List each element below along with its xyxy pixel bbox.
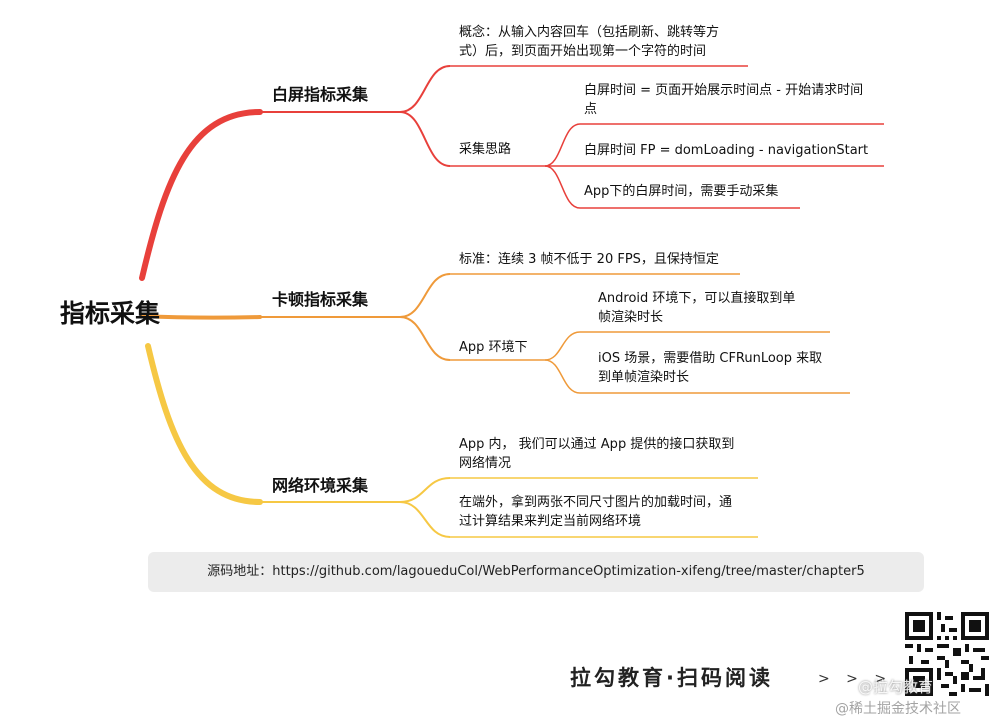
brand-text: 拉勾教育·扫码阅读 [570, 666, 773, 690]
connector-android [544, 331, 581, 361]
standard-text: 标准：连续 3 帧不低于 20 FPS，且保持恒定 [459, 252, 719, 267]
branch-jank: 卡顿指标采集 [272, 290, 369, 309]
root-node: 指标采集 [60, 299, 161, 328]
source-link[interactable]: 源码地址：https://github.com/lagoueduCol/WebP… [207, 564, 865, 579]
connector-concept [399, 65, 451, 113]
approach-item: App下的白屏时间，需要手动采集 [584, 184, 779, 199]
connector-network-2 [399, 501, 451, 538]
connector-standard [399, 273, 451, 318]
connector-root-white-screen [139, 109, 263, 281]
network-item: App 内， 我们可以通过 App 提供的接口获取到 网络情况 [459, 437, 735, 471]
concept-text: 概念：从输入内容回车（包括刷新、跳转等方 式）后，到页面开始出现第一个字符的时间 [459, 25, 720, 59]
branch-network: 网络环境采集 [272, 476, 369, 495]
watermark-lagou: @拉勾教育 [858, 678, 934, 696]
connector-root-jank [140, 314, 262, 320]
app-env-label: App 环境下 [459, 340, 528, 355]
android-item: Android 环境下，可以直接取到单 帧渲染时长 [598, 291, 796, 325]
approach-item: 白屏时间 = 页面开始展示时间点 - 开始请求时间 点 [584, 83, 864, 117]
connector-approach-3 [544, 165, 581, 209]
network-item: 在端外，拿到两张不同尺寸图片的加载时间，通 过计算结果来判定当前网络环境 [459, 495, 733, 529]
connector-network-1 [399, 477, 451, 503]
source-box: 源码地址：https://github.com/lagoueduCol/WebP… [148, 552, 924, 592]
approach-label: 采集思路 [459, 142, 512, 157]
branch-white-screen: 白屏指标采集 [272, 85, 369, 104]
connector-ios [544, 359, 581, 394]
qr-code-icon[interactable] [905, 612, 989, 696]
connector-approach-1 [544, 123, 581, 167]
watermark-juejin: @稀土掘金技术社区 [835, 701, 961, 717]
connector-app-env [399, 316, 451, 361]
connector-approach [399, 111, 451, 167]
approach-item: 白屏时间 FP = domLoading - navigationStart [584, 143, 869, 158]
arrow-icons: > > > [818, 671, 893, 687]
connector-root-network [145, 343, 263, 505]
ios-item: iOS 场景，需要借助 CFRunLoop 来取 到单帧渲染时长 [598, 351, 823, 385]
